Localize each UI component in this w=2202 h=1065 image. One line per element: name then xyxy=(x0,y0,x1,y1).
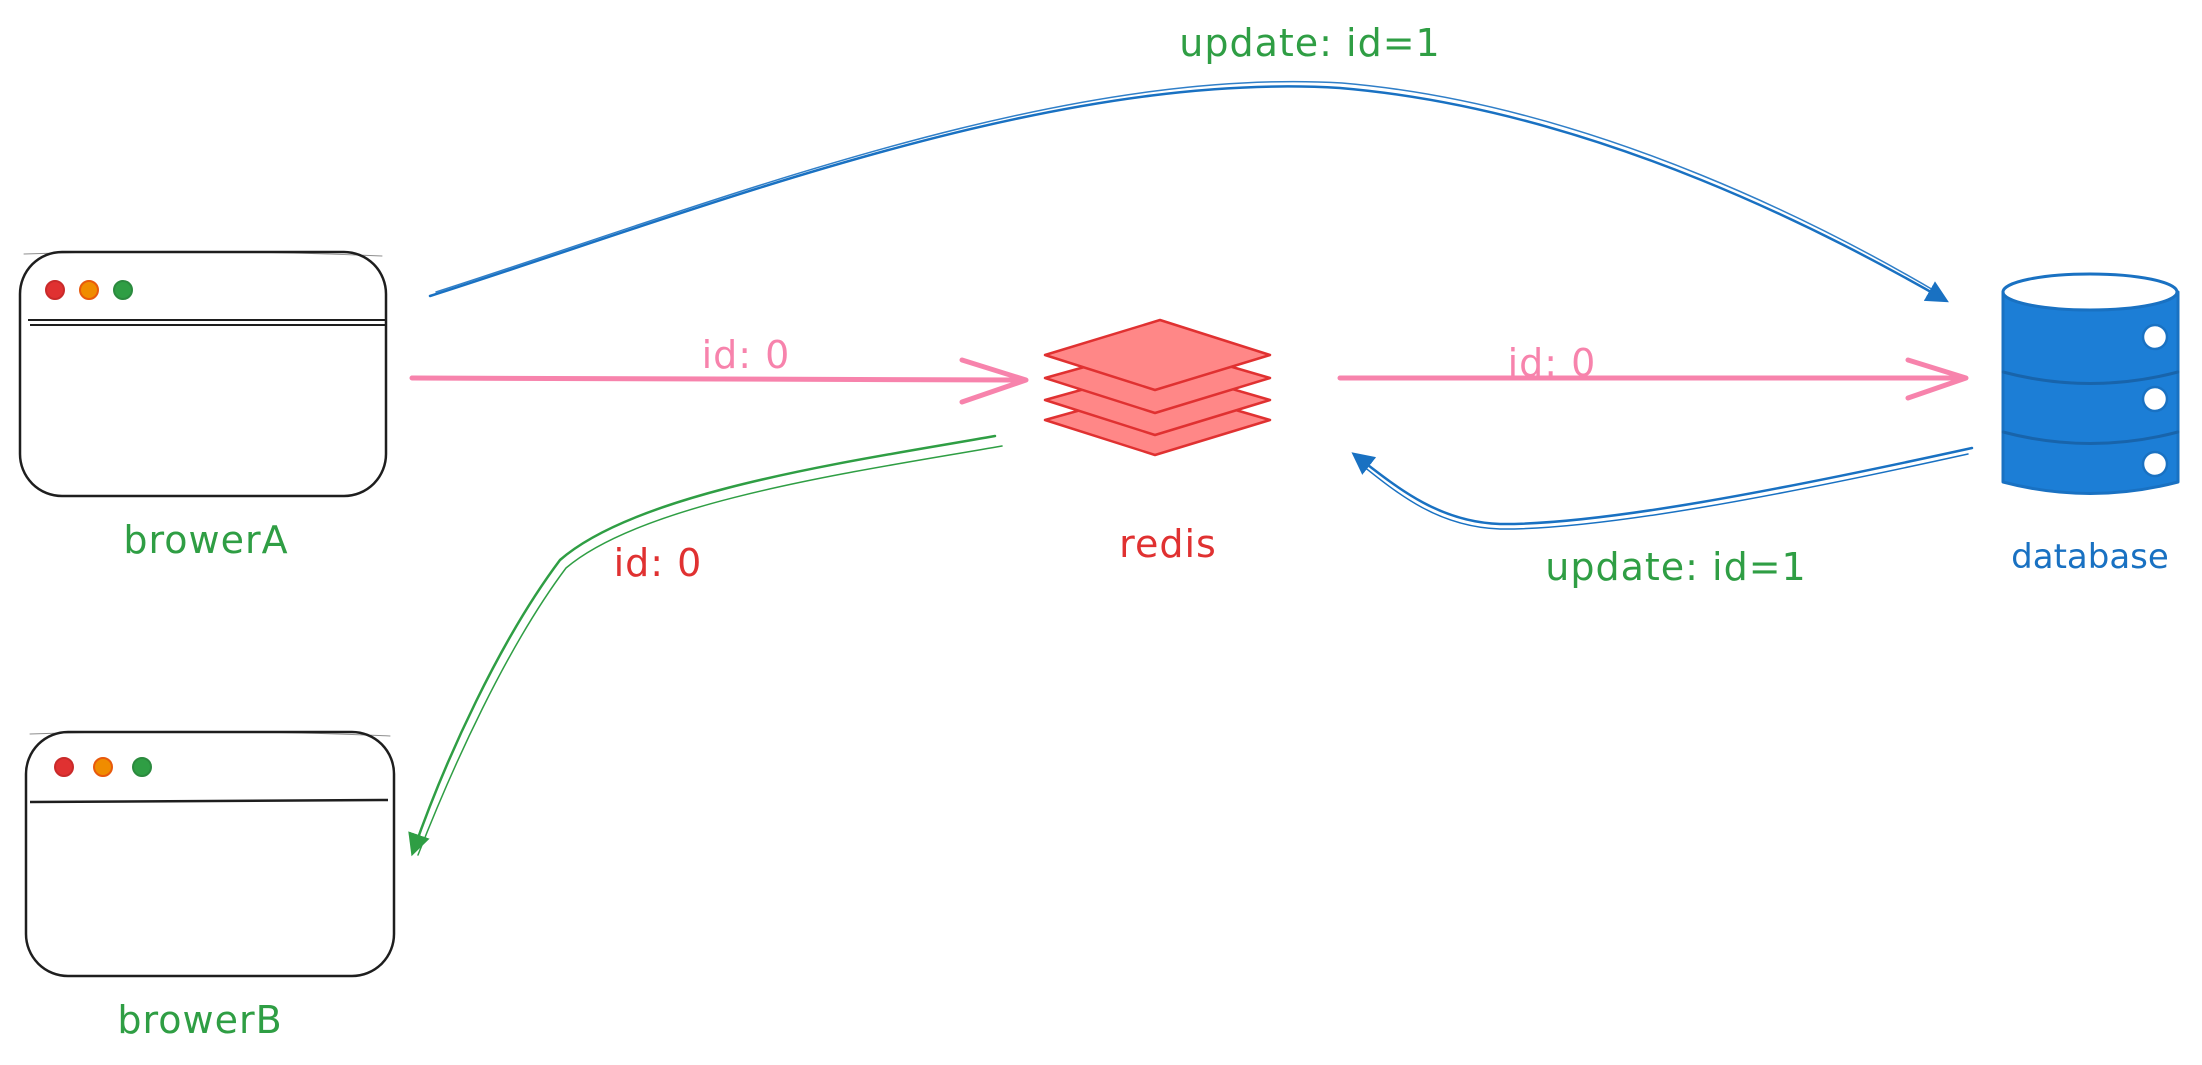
edge-browser-a-to-database: update: id=1 xyxy=(428,21,1949,303)
browser-b-window xyxy=(24,730,396,978)
browser-b-maximize-dot[interactable] xyxy=(132,757,152,777)
database-icon xyxy=(2001,272,2180,495)
browser-a-window xyxy=(18,250,388,498)
edge-redis-db-label: id: 0 xyxy=(1508,341,1597,385)
browser-a: browerA xyxy=(18,250,388,562)
edge-redis-b-line xyxy=(408,434,997,857)
browser-b-toolbar-divider xyxy=(29,798,389,804)
browser-b-label: browerB xyxy=(117,998,282,1042)
redis-node: redis xyxy=(1043,318,1272,566)
database-label: database xyxy=(2011,537,2169,577)
edge-a-redis-arrowhead xyxy=(959,357,1029,405)
edge-db-redis-label: update: id=1 xyxy=(1545,545,1806,589)
browser-a-close-dot[interactable] xyxy=(45,280,65,300)
edge-a-redis-line xyxy=(409,375,1025,383)
edge-redis-to-database: id: 0 xyxy=(1337,341,1969,401)
edge-db-redis-line xyxy=(1351,446,1974,526)
redis-label: redis xyxy=(1119,522,1217,566)
browser-a-minimize-dot[interactable] xyxy=(79,280,99,300)
browser-b: browerB xyxy=(24,730,396,1042)
edge-a-db-line xyxy=(428,85,1949,303)
browser-b-minimize-dot[interactable] xyxy=(93,757,113,777)
browser-a-label: browerA xyxy=(123,518,288,562)
edge-database-to-redis: update: id=1 xyxy=(1351,446,1974,589)
edge-browser-a-to-redis: id: 0 xyxy=(409,333,1029,405)
browser-a-maximize-dot[interactable] xyxy=(113,280,133,300)
browser-b-close-dot[interactable] xyxy=(54,757,74,777)
edge-a-db-label: update: id=1 xyxy=(1179,21,1440,65)
edge-redis-db-arrowhead xyxy=(1905,357,1969,401)
edge-a-redis-label: id: 0 xyxy=(702,333,791,377)
redis-icon xyxy=(1043,318,1272,457)
edge-redis-to-browser-b: id: 0 xyxy=(408,434,1003,857)
database-node: database xyxy=(2001,272,2180,577)
edge-redis-b-label: id: 0 xyxy=(614,541,703,585)
